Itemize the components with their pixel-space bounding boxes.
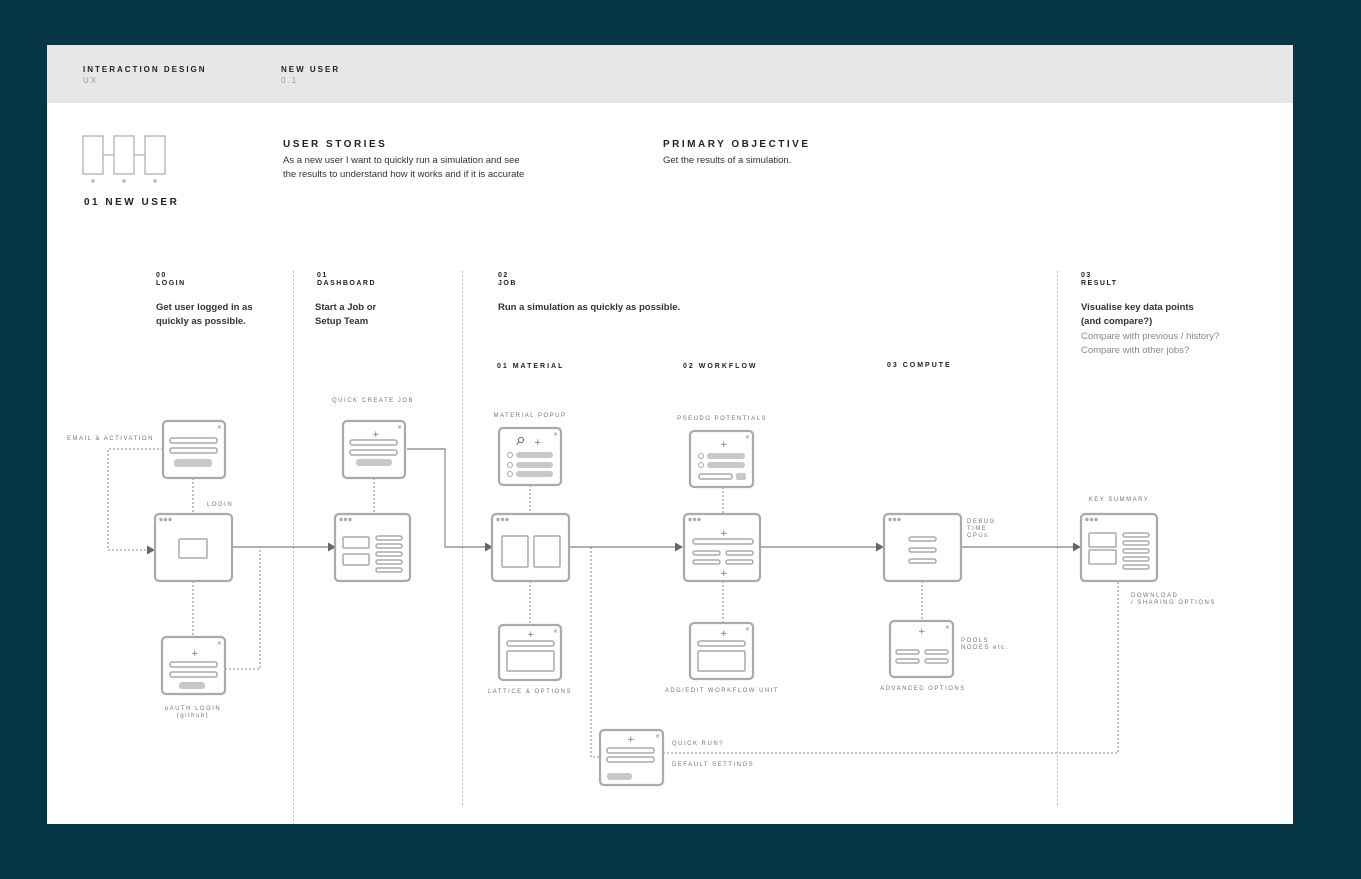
- caption-nodes: NODES etc.: [961, 645, 1009, 651]
- plus-icon: +: [534, 438, 542, 448]
- step-job-number: 02: [498, 272, 509, 279]
- persona-label: 01 NEW USER: [84, 197, 180, 208]
- close-icon: ×: [553, 431, 558, 438]
- header-left-title: INTERACTION DESIGN: [83, 65, 207, 74]
- caption-time: TIME: [967, 526, 988, 532]
- close-icon: ×: [945, 624, 950, 631]
- close-icon: ×: [655, 733, 660, 740]
- add-edit-workflow-unit-modal-wireframe: × +: [688, 621, 755, 681]
- caption-pools: POOLS: [961, 638, 990, 644]
- header-band: INTERACTION DESIGN UX NEW USER 0.1: [47, 45, 1293, 103]
- step-result-title: RESULT: [1081, 280, 1118, 287]
- step-login-desc-1: Get user logged in as: [156, 302, 253, 313]
- header-left-sub: UX: [83, 76, 99, 85]
- advanced-options-modal-wireframe: × +: [888, 619, 955, 679]
- user-stories-title: USER STORIES: [283, 139, 388, 150]
- search-icon: [516, 436, 525, 445]
- secondary-connectors: [107, 448, 1119, 758]
- quick-run-modal-wireframe: × +: [598, 728, 665, 787]
- plus-icon: +: [720, 529, 728, 539]
- caption-cpus: CPUs: [967, 533, 989, 539]
- step-job-title: JOB: [498, 280, 517, 287]
- plus-icon: +: [627, 735, 635, 745]
- close-icon: ×: [217, 640, 222, 647]
- step-dashboard-desc-2: Setup Team: [315, 316, 369, 327]
- dashboard-screen-wireframe: [333, 512, 412, 583]
- caption-oauth-github: (github): [176, 713, 210, 719]
- header-right-sub: 0.1: [281, 76, 299, 85]
- step-dashboard-number: 01: [317, 272, 328, 279]
- step-job-desc: Run a simulation as quickly as possible.: [498, 302, 681, 313]
- plus-icon: +: [720, 440, 728, 450]
- plus-icon: +: [918, 627, 926, 637]
- email-activation-modal-wireframe: ×: [161, 419, 227, 480]
- close-icon: ×: [745, 434, 750, 441]
- caption-key-summary: KEY SUMMARY: [1088, 497, 1150, 503]
- lattice-options-modal-wireframe: × +: [497, 623, 563, 682]
- caption-oauth-login: oAUTH LOGIN: [164, 706, 222, 712]
- step-result-desc-2: (and compare?): [1081, 316, 1153, 327]
- substep-material: 01 MATERIAL: [497, 363, 565, 370]
- caption-quick-run: QUICK RUN?: [672, 741, 725, 747]
- flow-sheet: INTERACTION DESIGN UX NEW USER 0.1 01 NE…: [47, 45, 1293, 824]
- flow-diagram: × × + × +: [82, 135, 1159, 824]
- login-screen-wireframe: [153, 512, 234, 583]
- screens-flow-icon: [82, 135, 166, 183]
- caption-debug: DEBUG: [967, 519, 996, 525]
- plus-icon: +: [720, 629, 728, 639]
- close-icon: ×: [397, 424, 402, 431]
- result-screen-wireframe: [1079, 512, 1159, 583]
- caption-sharing-options: / SHARING OPTIONS: [1131, 600, 1216, 606]
- compute-screen-wireframe: [882, 512, 963, 583]
- caption-login: LOGIN: [207, 502, 234, 508]
- step-login-desc-2: quickly as possible.: [156, 316, 246, 327]
- caption-lattice-options: LATTICE & OPTIONS: [487, 689, 573, 695]
- plus-icon: +: [527, 630, 535, 640]
- caption-material-popup: MATERIAL POPUP: [493, 413, 567, 419]
- primary-objective-title: PRIMARY OBJECTIVE: [663, 139, 811, 150]
- plus-icon: +: [191, 649, 199, 659]
- material-popup-wireframe: × +: [497, 426, 563, 487]
- plus-icon: +: [372, 430, 380, 440]
- close-icon: ×: [553, 628, 558, 635]
- oauth-login-modal-wireframe: × +: [160, 635, 227, 696]
- step-dashboard-title: DASHBOARD: [317, 280, 376, 287]
- step-result-note-1: Compare with previous / history?: [1081, 331, 1220, 342]
- primary-objective-text: Get the results of a simulation.: [663, 155, 792, 166]
- caption-add-edit-workflow-unit: ADD/EDIT WORKFLOW UNIT: [664, 688, 780, 694]
- workflow-screen-wireframe: + +: [682, 512, 762, 583]
- user-stories-line-2: the results to understand how it works a…: [283, 169, 525, 180]
- step-result-desc-1: Visualise key data points: [1081, 302, 1194, 313]
- caption-default-settings: DEFAULT SETTINGS: [672, 762, 755, 768]
- step-login-title: LOGIN: [156, 280, 186, 287]
- user-stories-line-1: As a new user I want to quickly run a si…: [283, 155, 520, 166]
- step-result-number: 03: [1081, 272, 1092, 279]
- main-flow-connector: [232, 448, 1081, 552]
- material-screen-wireframe: [490, 512, 571, 583]
- close-icon: ×: [217, 424, 222, 431]
- caption-pseudo-potentials: PSEUDO POTENTIALS: [677, 416, 767, 422]
- header-right-title: NEW USER: [281, 65, 341, 74]
- pseudo-potentials-modal-wireframe: × +: [688, 429, 755, 489]
- plus-icon: +: [720, 569, 728, 579]
- step-login-number: 00: [156, 272, 167, 279]
- caption-quick-create-job: QUICK CREATE JOB: [332, 398, 414, 404]
- substep-workflow: 02 WORKFLOW: [683, 363, 758, 370]
- step-result-note-2: Compare with other jobs?: [1081, 345, 1190, 356]
- caption-download: DOWNLOAD: [1131, 593, 1179, 599]
- step-dashboard-desc-1: Start a Job or: [315, 302, 377, 313]
- caption-email-activation: EMAIL & ACTIVATION: [67, 436, 154, 442]
- quick-create-job-modal-wireframe: × +: [341, 419, 407, 480]
- substep-compute: 03 COMPUTE: [887, 362, 952, 369]
- caption-advanced-options: ADVANCED OPTIONS: [880, 686, 966, 692]
- close-icon: ×: [745, 626, 750, 633]
